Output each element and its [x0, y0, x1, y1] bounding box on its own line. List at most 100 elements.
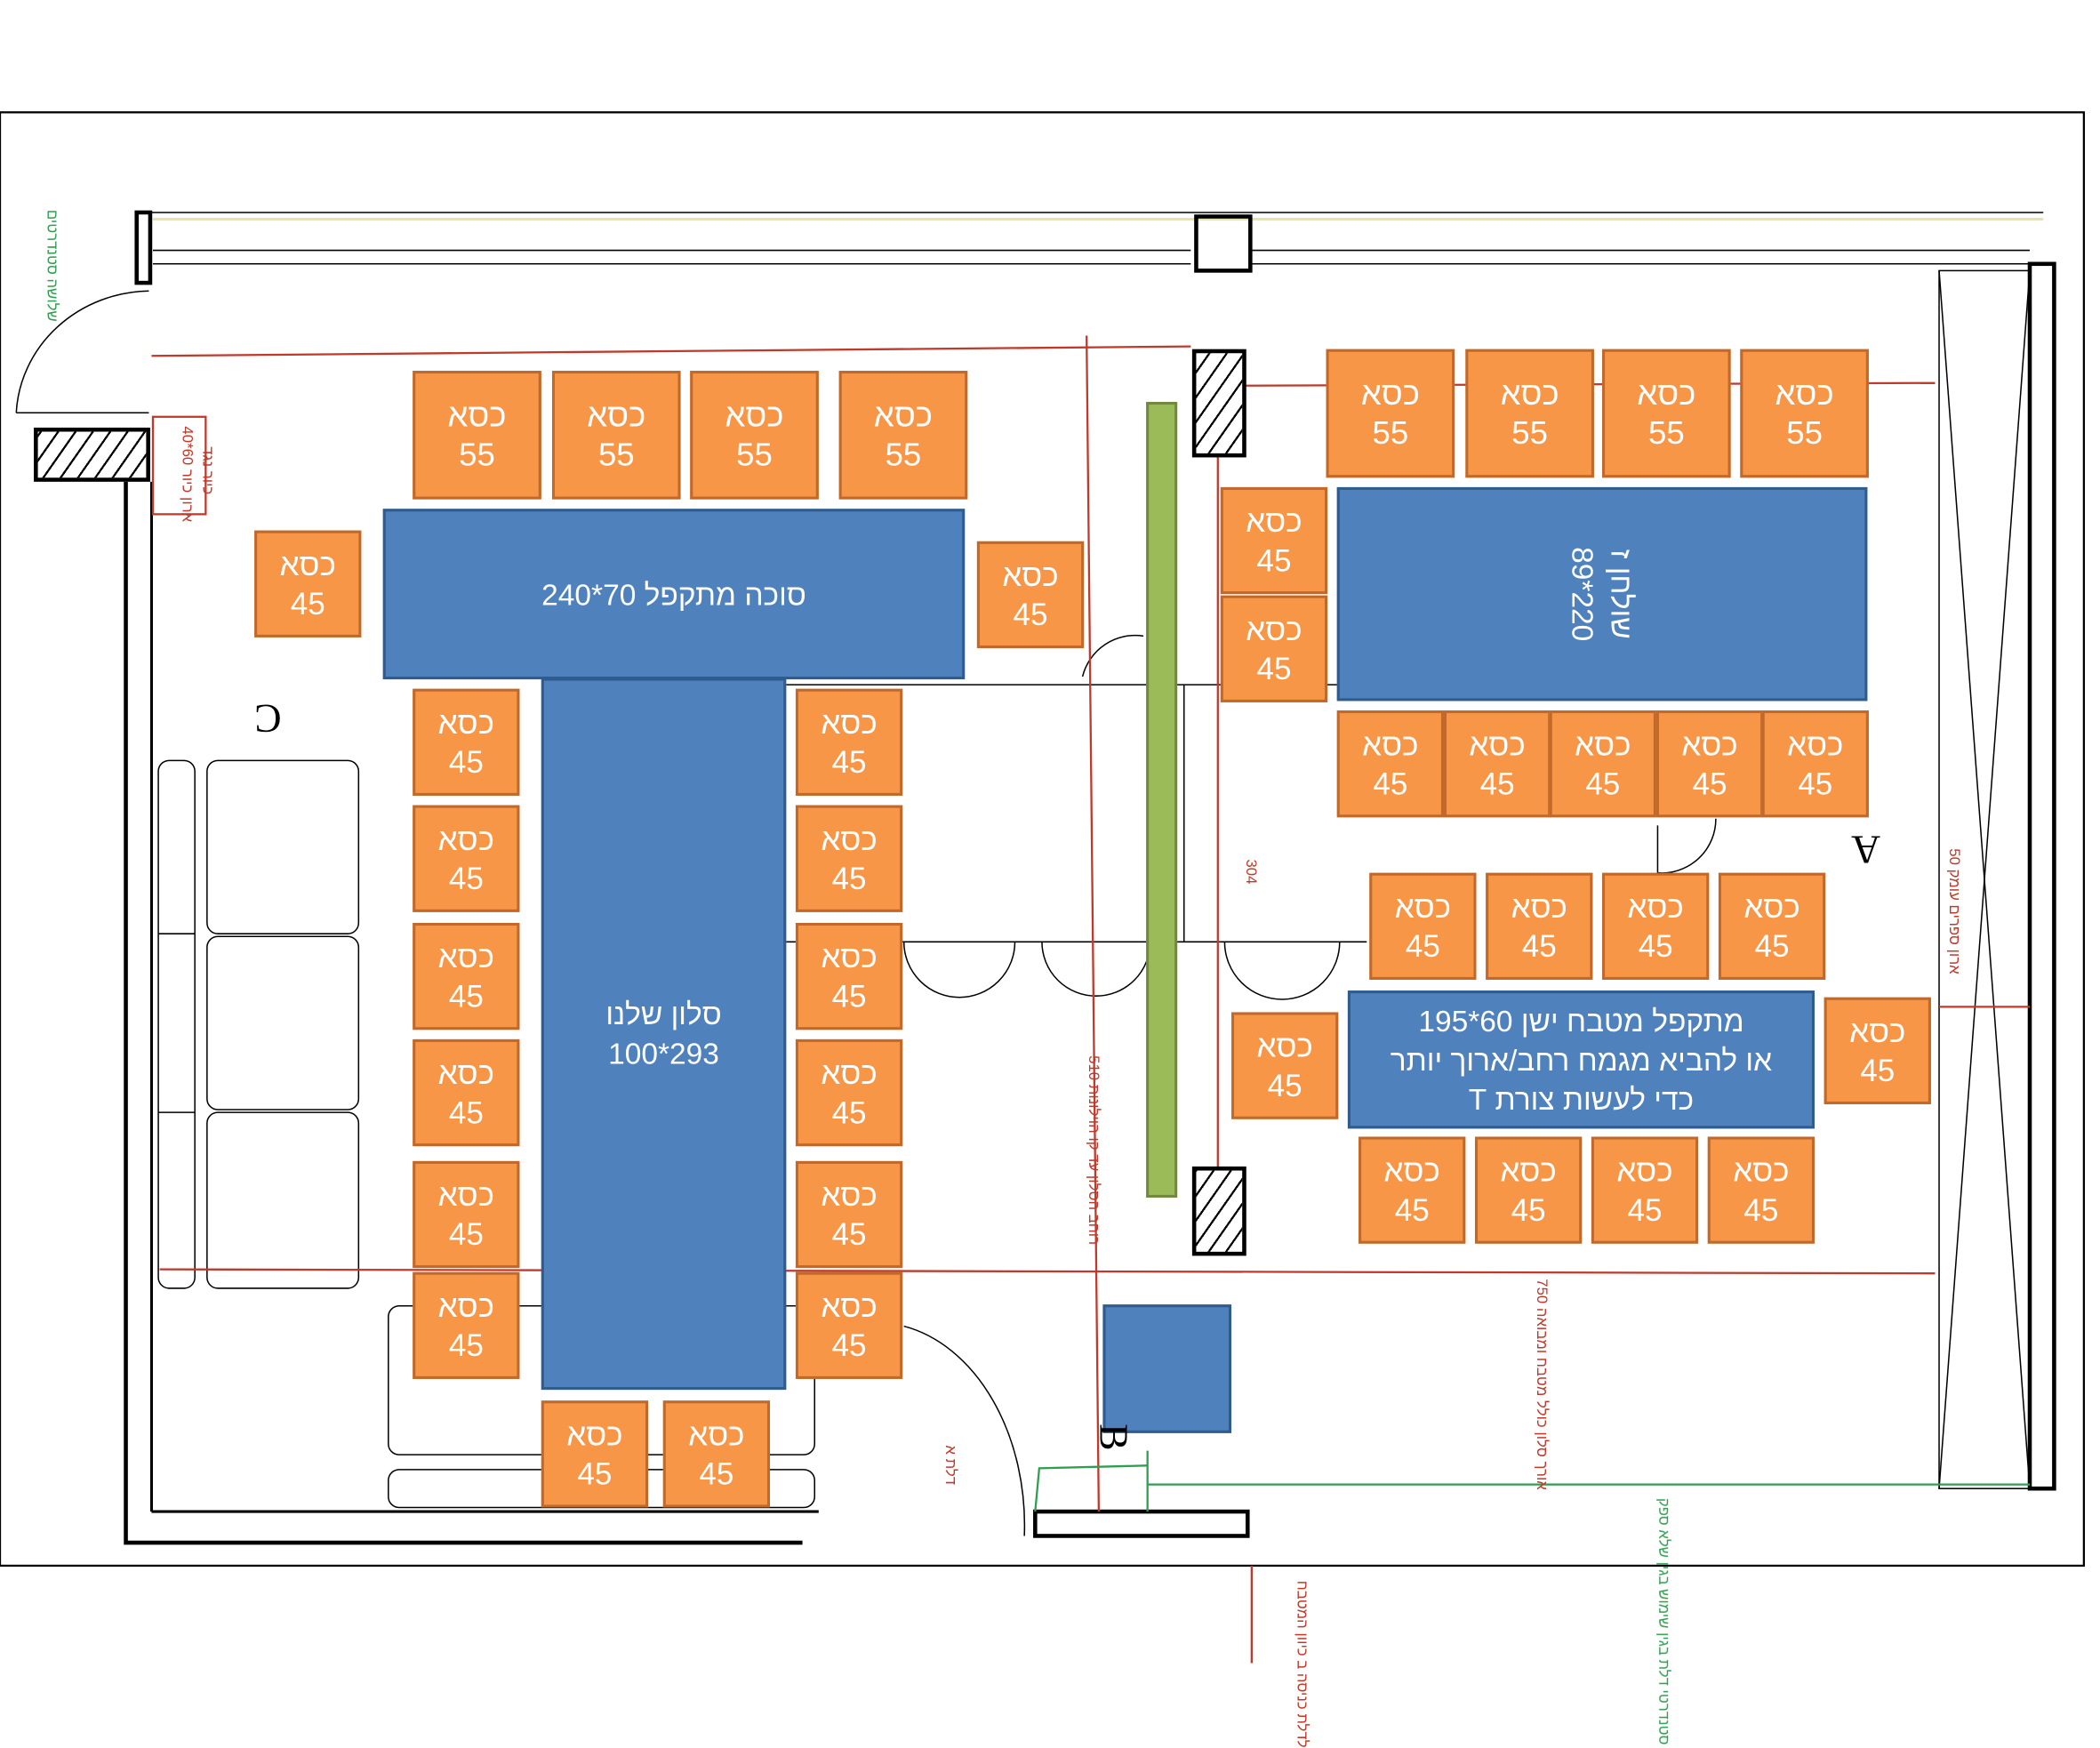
chair-size: 45 [448, 1327, 484, 1362]
chair-size: 45 [1373, 765, 1408, 801]
chair-label: כסא [437, 821, 494, 856]
chair-size: 45 [448, 743, 484, 779]
chair-size: 45 [831, 743, 867, 779]
note-left: שלושה סטנדרטים [43, 209, 60, 322]
chair-label: כסא [1637, 375, 1696, 413]
chair-size: 45 [448, 977, 484, 1014]
chair-label: כסא [1681, 726, 1738, 762]
chair-size: 45 [448, 1215, 484, 1252]
chair-label: כסא [1002, 557, 1059, 592]
chair-label: כסא [1511, 888, 1567, 924]
table-label: סוכה מתקפל 70*240 [541, 577, 806, 612]
chair-size: 45 [1743, 1191, 1779, 1227]
chair-label: כסא [821, 1287, 878, 1323]
note-sink: ארון כיור 60*40 [178, 426, 196, 523]
chair-size: 45 [448, 1094, 484, 1130]
chair-size: 55 [1648, 414, 1685, 452]
chair-size: 45 [290, 585, 325, 621]
chair-label: כסא [279, 546, 336, 581]
dimension-750: אורך סלון כולל מטבח ומבואה 750 [1533, 1279, 1550, 1490]
walls-and-dimension-lines [0, 111, 2086, 1664]
chair[interactable]: כסא 45 [413, 1271, 520, 1379]
chair-label: כסא [821, 1176, 878, 1212]
note-sink-2: כיור נגד [198, 446, 215, 495]
table-label: מתקפל מטבח ישן 60*195 [1418, 1003, 1744, 1038]
chair-label: כסא [1733, 1151, 1790, 1188]
chair-size: 45 [831, 1327, 867, 1362]
chair-size: 55 [1511, 414, 1548, 452]
chair-size: 45 [1692, 765, 1727, 801]
chair-size: 45 [699, 1455, 734, 1491]
chair-label: כסא [437, 1287, 494, 1323]
chair[interactable]: כסא 45 [254, 530, 362, 637]
chair-label: כסא [1616, 1151, 1673, 1188]
chair-label: כסא [821, 821, 878, 856]
table-salon[interactable]: סלון שלנו 293*100 [541, 678, 787, 1391]
chair-size: 45 [1256, 650, 1292, 686]
chair-label: כסא [587, 397, 646, 434]
chair-size: 45 [1394, 1191, 1430, 1227]
chair-size: 45 [831, 1215, 867, 1252]
table-sukkah[interactable]: סוכה מתקפל 70*240 [382, 509, 966, 680]
chair-label: כסא [725, 397, 784, 434]
chair-label: כסא [821, 938, 878, 974]
chair-size: 45 [1521, 927, 1557, 963]
chair-size: 45 [1754, 927, 1790, 963]
chair[interactable]: כסא 45 [795, 1271, 903, 1379]
chair-size: 45 [1405, 927, 1440, 963]
table-small[interactable] [1102, 1304, 1232, 1433]
pillar [1191, 1166, 1246, 1256]
chair-label: כסא [1575, 726, 1631, 762]
chair-label: כסא [1469, 726, 1526, 762]
table-kitchen[interactable]: מתקפל מטבח ישן 60*195 או להביא מגמח רחב/… [1347, 990, 1815, 1129]
pillar [1191, 349, 1246, 458]
chair-size: 55 [885, 436, 922, 473]
chair-label: כסא [437, 938, 494, 974]
chair-label: כסא [1383, 1151, 1440, 1188]
chair-label: כסא [1743, 888, 1800, 924]
chair-size: 55 [736, 436, 773, 473]
chair-size: 45 [1256, 541, 1292, 578]
table-z[interactable]: שולחן ז 220*89 [1336, 486, 1868, 702]
chair-label: כסא [437, 1176, 494, 1212]
chair-label: כסא [1362, 726, 1419, 762]
